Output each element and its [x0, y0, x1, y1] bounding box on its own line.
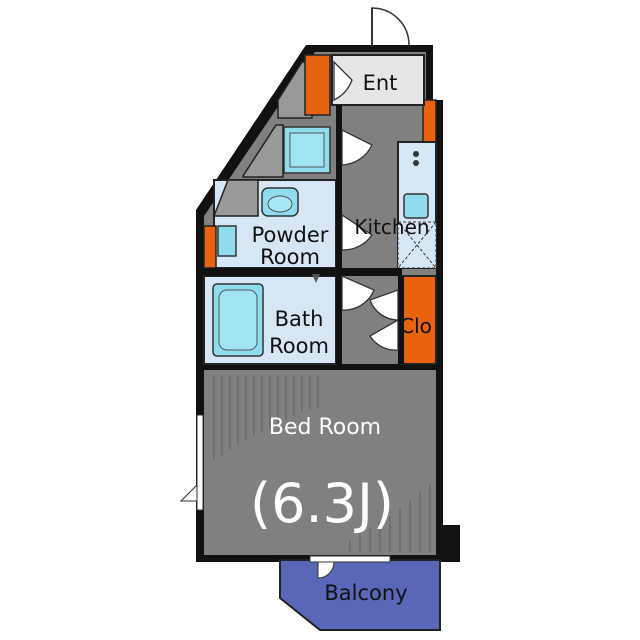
sink-icon — [403, 193, 429, 219]
bed-room-size: (6.3J) — [250, 472, 394, 535]
bathtub-inner — [218, 289, 258, 351]
pan-inner — [289, 132, 325, 168]
kitchen-label: Kitchen — [354, 215, 429, 239]
closet-label: Clo — [400, 314, 432, 338]
door-swing-icon[interactable] — [333, 60, 399, 351]
bedroom-top-wall — [204, 364, 436, 370]
bed-room-hatching — [213, 375, 431, 552]
storage-powder-side — [203, 225, 217, 269]
closet-area — [401, 275, 437, 365]
entrance-label: Ent — [363, 71, 398, 95]
bath-room-label-1: Bath — [275, 307, 324, 331]
toilet-bowl — [267, 195, 293, 213]
fridge-space — [397, 221, 437, 269]
entrance-door-icon[interactable] — [371, 7, 410, 46]
washbasin-icon — [217, 225, 237, 257]
door-arrow-icon — [312, 274, 320, 283]
bath-room-label-2: Room — [269, 334, 329, 358]
bed-room-label: Bed Room — [269, 415, 381, 440]
storage-kitchen-top — [422, 99, 437, 143]
powder-room-label-1: Powder — [252, 223, 329, 247]
powder-room-label-2: Room — [260, 245, 320, 269]
balcony-window-icon[interactable] — [309, 555, 391, 579]
bedroom-side-door-icon[interactable] — [179, 414, 204, 511]
storage-entrance — [304, 54, 331, 116]
shaft-2 — [242, 124, 284, 178]
interior-walls — [204, 105, 404, 364]
stove-icon — [413, 151, 419, 166]
balcony-label: Balcony — [324, 581, 407, 605]
shaft-3 — [212, 179, 259, 217]
